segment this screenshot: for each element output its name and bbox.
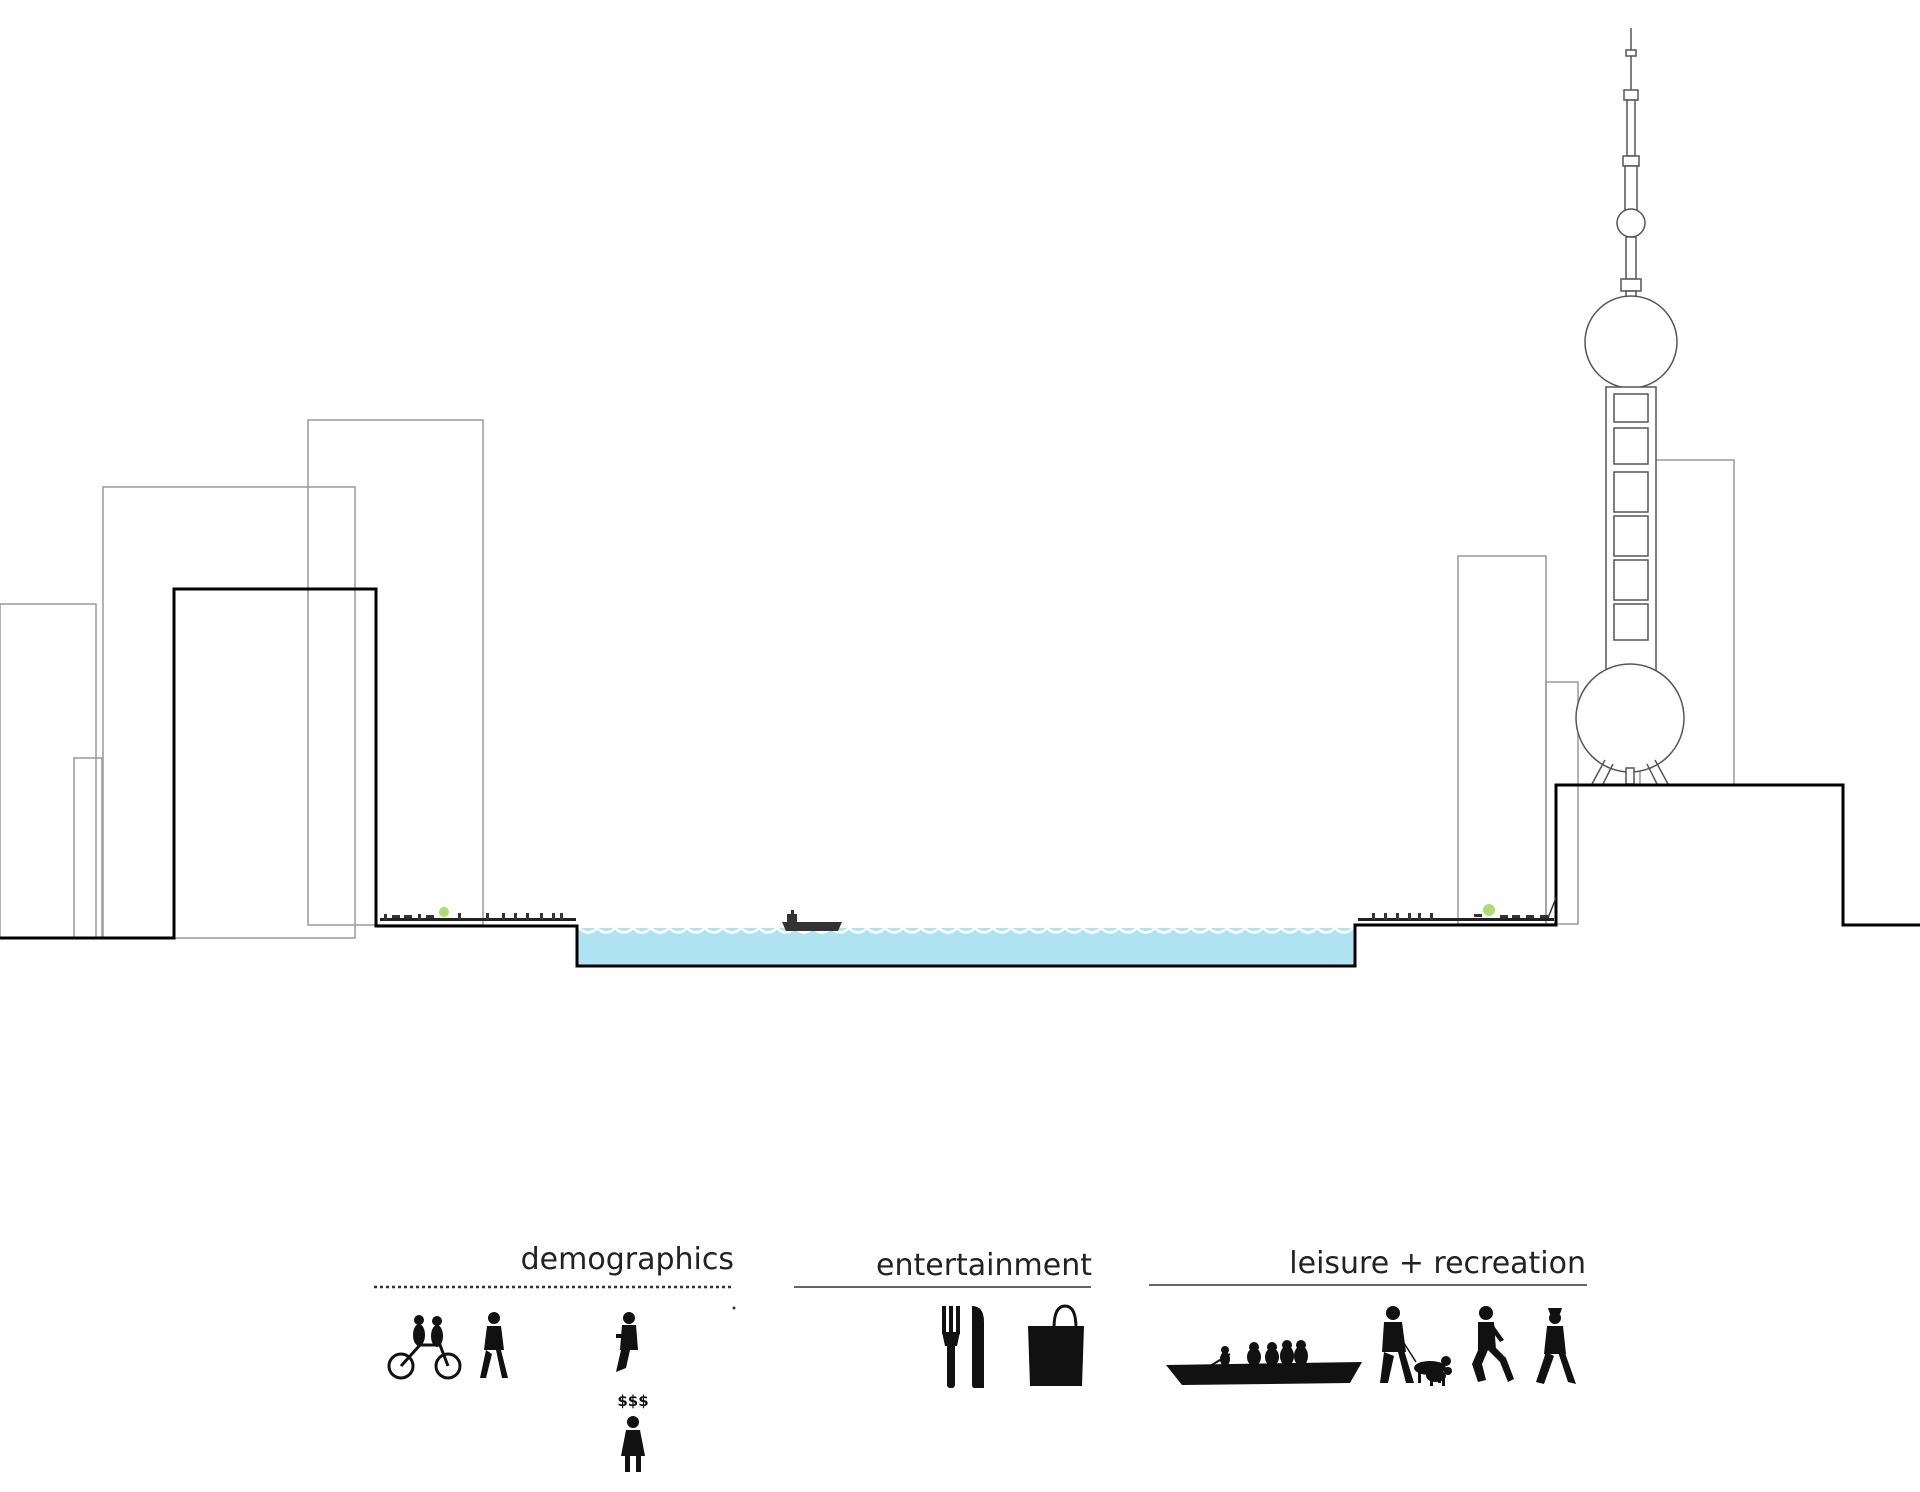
tree-icon <box>1483 904 1495 916</box>
left-promenade <box>380 907 576 921</box>
demographics-label: demographics <box>520 1242 734 1277</box>
left-building-4 <box>307 419 484 926</box>
wealthy-person-icon: $$$ <box>617 1392 649 1472</box>
entertainment-label: entertainment <box>876 1248 1092 1283</box>
left-building-1 <box>0 603 97 939</box>
walker-icon <box>1536 1308 1576 1384</box>
right-promenade <box>1358 897 1557 921</box>
ground-section-line <box>0 587 1920 968</box>
dog-walker-icon <box>1380 1306 1452 1386</box>
currency-label: $$$ <box>617 1392 648 1410</box>
tv-tower <box>1575 28 1685 785</box>
river-waves <box>578 926 1354 934</box>
walking-woman-icon <box>480 1312 508 1378</box>
jogger-icon <box>1472 1306 1514 1382</box>
leisure-recreation-label: leisure + recreation <box>1289 1246 1586 1281</box>
shopping-bag-icon <box>1028 1304 1084 1386</box>
tandem-bicycle-icon <box>387 1315 462 1380</box>
left-building-3 <box>102 486 356 939</box>
tree-icon <box>439 907 449 917</box>
walking-person-icon <box>616 1312 638 1372</box>
right-building-1 <box>1457 555 1547 925</box>
fork-knife-icon <box>942 1306 984 1388</box>
cargo-ship-icon <box>782 910 842 931</box>
rowing-boat-icon <box>1166 1340 1362 1385</box>
right-building-2 <box>1545 681 1579 925</box>
river-water <box>577 928 1355 966</box>
stray-dot <box>732 1306 736 1310</box>
left-skyline <box>0 419 484 939</box>
left-building-2 <box>73 757 103 939</box>
